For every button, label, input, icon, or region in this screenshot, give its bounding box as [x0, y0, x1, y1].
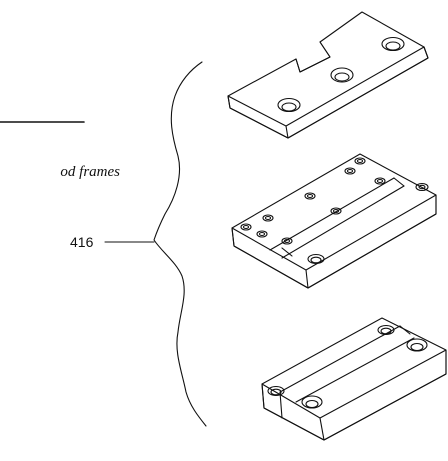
- callout-number: 416: [70, 234, 94, 250]
- figure-caption-fragment: od frames: [60, 164, 120, 180]
- middle-block: [232, 154, 436, 288]
- brace: [154, 62, 206, 426]
- bottom-block: [262, 318, 446, 440]
- top-hole-middle: [331, 68, 353, 82]
- top-bracket: [228, 12, 428, 138]
